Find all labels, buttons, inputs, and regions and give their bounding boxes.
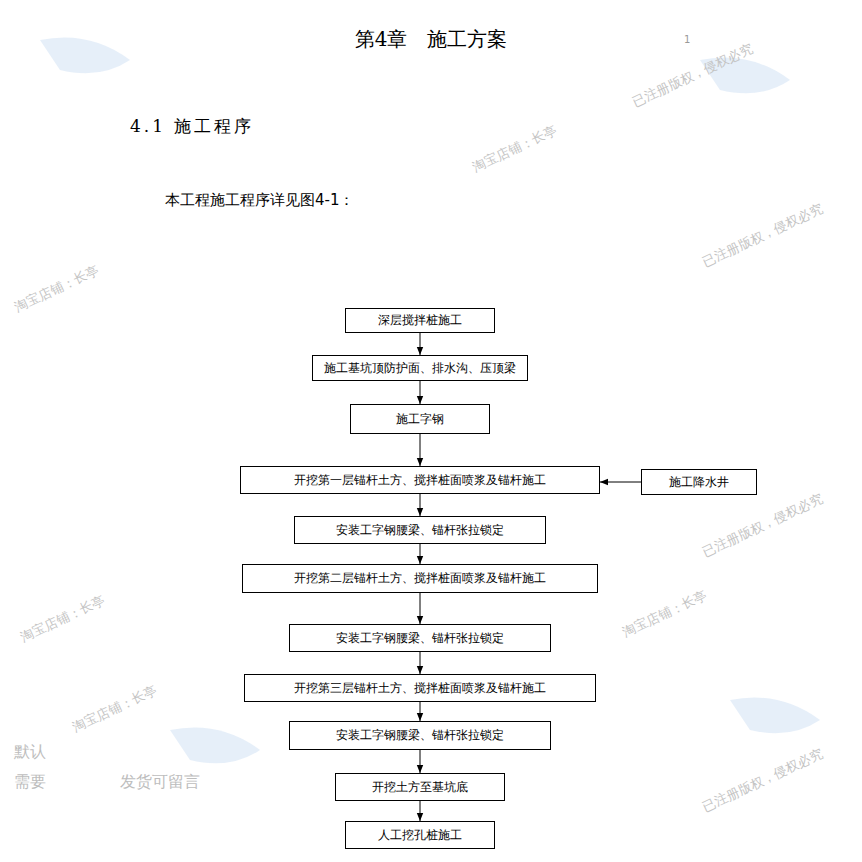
- process-box: 深层搅拌桩施工: [345, 308, 495, 333]
- watermark: 需要: [14, 772, 46, 793]
- watermark: 淘宝店铺：长亭: [18, 592, 108, 647]
- box-text: 深层搅拌桩施工: [378, 313, 462, 327]
- flow-arrow: [420, 750, 421, 773]
- process-box: 安装工字钢腰梁、锚杆张拉锁定: [289, 624, 551, 652]
- box-text: 开挖第一层锚杆土方、搅拌桩面喷浆及锚杆施工: [294, 473, 546, 487]
- process-box: 开挖土方至基坑底: [335, 773, 505, 801]
- watermark: 发货可留言: [120, 772, 200, 793]
- process-box: 安装工字钢腰梁、锚杆张拉锁定: [289, 721, 551, 750]
- watermark: 淘宝店铺：长亭: [470, 122, 560, 177]
- watermark: 已注册版权，侵权必究: [700, 745, 825, 816]
- box-text: 施工基坑顶防护面、排水沟、压顶梁: [324, 361, 516, 375]
- box-text: 安装工字钢腰梁、锚杆张拉锁定: [336, 728, 504, 742]
- flow-arrow: [420, 593, 421, 624]
- watermark: 默认: [14, 742, 46, 763]
- watermark: 已注册版权，侵权必究: [630, 40, 755, 111]
- box-text: 安装工字钢腰梁、锚杆张拉锁定: [336, 523, 504, 537]
- bird-logo: [40, 38, 820, 764]
- box-text: 施工降水井: [669, 475, 729, 489]
- section-heading: 4.1 施工程序: [130, 115, 254, 138]
- box-text: 施工字钢: [396, 412, 444, 426]
- watermark: 已注册版权，侵权必究: [700, 200, 825, 271]
- watermark: 已注册版权，侵权必究: [700, 490, 825, 561]
- body-text: 本工程施工程序详见图4-1：: [165, 191, 355, 210]
- box-text: 人工挖孔桩施工: [378, 828, 462, 842]
- page-number: 1: [684, 34, 690, 45]
- flow-arrow: [420, 494, 421, 516]
- box-text: 安装工字钢腰梁、锚杆张拉锁定: [336, 631, 504, 645]
- flow-arrow: [420, 801, 421, 821]
- flow-arrow: [420, 381, 421, 404]
- process-box: 施工字钢: [350, 404, 490, 434]
- box-text: 开挖第三层锚杆土方、搅拌桩面喷浆及锚杆施工: [294, 681, 546, 695]
- process-box: 安装工字钢腰梁、锚杆张拉锁定: [294, 516, 546, 544]
- box-text: 开挖土方至基坑底: [372, 780, 468, 794]
- box-text: 开挖第二层锚杆土方、搅拌桩面喷浆及锚杆施工: [294, 571, 546, 585]
- flow-arrow: [420, 333, 421, 355]
- process-box: 开挖第一层锚杆土方、搅拌桩面喷浆及锚杆施工: [240, 466, 600, 494]
- process-box: 开挖第二层锚杆土方、搅拌桩面喷浆及锚杆施工: [242, 564, 598, 593]
- flow-arrow: [420, 702, 421, 721]
- process-box: 人工挖孔桩施工: [345, 821, 495, 849]
- flow-arrow: [600, 482, 641, 483]
- watermark: 淘宝店铺：长亭: [70, 682, 160, 737]
- flow-arrow: [420, 434, 421, 466]
- process-box: 开挖第三层锚杆土方、搅拌桩面喷浆及锚杆施工: [244, 674, 596, 702]
- watermark: 淘宝店铺：长亭: [12, 262, 102, 317]
- process-box: 施工基坑顶防护面、排水沟、压顶梁: [312, 355, 528, 381]
- flow-arrow: [420, 652, 421, 674]
- process-box: 施工降水井: [641, 469, 757, 495]
- watermark: 淘宝店铺：长亭: [620, 587, 710, 642]
- flow-arrow: [420, 544, 421, 564]
